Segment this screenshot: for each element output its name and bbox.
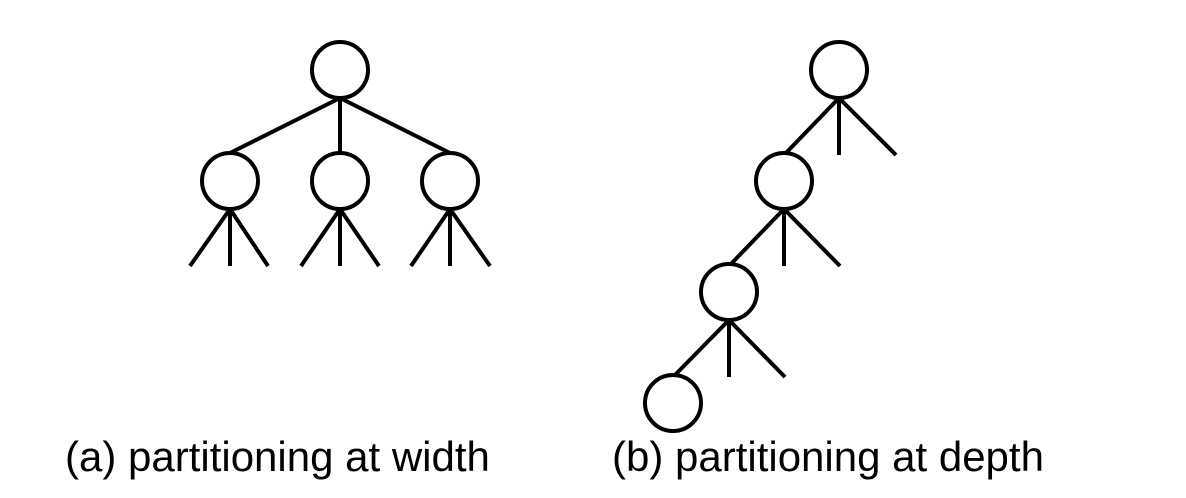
tree-node: [310, 40, 370, 100]
tree-edge: [339, 96, 451, 155]
tree-edge: [782, 96, 841, 157]
tree-edge: [229, 96, 341, 155]
tree-node: [699, 262, 759, 322]
caption-width-partition: (a) partitioning at width: [65, 433, 490, 480]
leaf-edge: [228, 207, 270, 268]
width-partition-tree: [188, 40, 492, 268]
leaf-edge: [448, 207, 492, 268]
leaf-edge: [338, 207, 381, 268]
leaf-edge: [188, 207, 232, 268]
tree-edge: [671, 318, 731, 379]
leaf-edge: [727, 318, 787, 379]
caption-depth-partition: (b) partitioning at depth: [612, 433, 1044, 480]
tree-node: [200, 151, 260, 211]
leaf-edge: [409, 207, 452, 268]
leaf-edge: [837, 96, 898, 157]
tree-node: [754, 151, 814, 211]
tree-node: [643, 373, 703, 433]
tree-edge: [727, 207, 786, 268]
leaf-edge: [782, 207, 842, 268]
depth-partition-tree: [643, 40, 898, 433]
leaf-edge: [299, 207, 342, 268]
tree-node: [310, 151, 370, 211]
tree-node: [809, 40, 869, 100]
tree-node: [420, 151, 480, 211]
